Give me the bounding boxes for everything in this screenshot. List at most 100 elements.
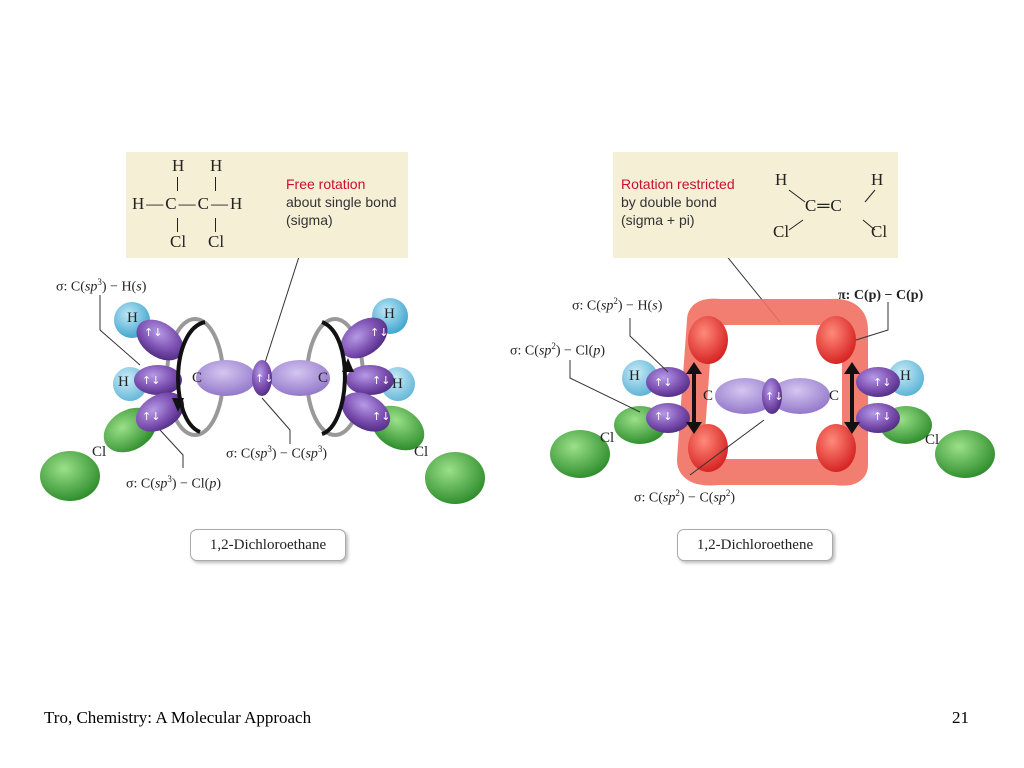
sigma-cc-lobe xyxy=(196,360,256,396)
p-orbital-lobe xyxy=(688,316,728,364)
struct-cl: Cl xyxy=(208,232,225,251)
leader-line xyxy=(629,318,669,373)
p-orbital-lobe xyxy=(816,316,856,364)
electron-pair-icon: ↑↓ xyxy=(765,390,783,403)
sigma-cc-lobe xyxy=(270,360,330,396)
rotation-arrowhead xyxy=(172,398,184,412)
electron-pair-icon: ↑↓ xyxy=(142,410,160,423)
sigma-cc-lobe xyxy=(715,378,775,414)
footer-source: Tro, Chemistry: A Molecular Approach xyxy=(44,708,312,727)
struct-cl: Cl xyxy=(871,222,888,241)
atom-cl: Cl xyxy=(600,430,615,446)
atom-h: H xyxy=(118,374,129,390)
note-heading: Rotation restricted xyxy=(621,176,735,192)
struct-double-bond: C═C xyxy=(805,196,843,215)
electron-pair-icon: ↑↓ xyxy=(370,326,388,339)
note-line: (sigma) xyxy=(286,212,333,228)
leader-line xyxy=(261,237,306,373)
atom-h: H xyxy=(629,368,640,384)
bond-line xyxy=(177,177,178,191)
caption-dichloroethane: 1,2-Dichloroethane xyxy=(190,529,346,561)
pi-bond xyxy=(676,298,868,486)
sp2-orbital xyxy=(856,403,900,433)
atom-cl: Cl xyxy=(925,432,940,448)
electron-pair-icon: ↑↓ xyxy=(654,410,672,423)
arrowhead-down xyxy=(844,422,860,434)
leader-line xyxy=(569,360,641,413)
sp3-orbital xyxy=(346,365,394,395)
p-orbital-lobe xyxy=(688,424,728,472)
leader-line xyxy=(99,295,141,366)
electron-pair-icon: ↑↓ xyxy=(873,410,891,423)
leader-line xyxy=(159,429,184,468)
sp2-orbital xyxy=(646,403,690,433)
atom-h: H xyxy=(900,368,911,384)
info-box-ethene: Rotation restricted by double bond (sigm… xyxy=(613,152,898,258)
label-sigma-c-cl: σ: C(sp3) − Cl(p) xyxy=(126,474,222,492)
electron-pair-icon: ↑↓ xyxy=(144,326,162,339)
sigma-cc-overlap xyxy=(252,360,272,396)
page-number: 21 xyxy=(952,708,969,727)
dichloroethane-model: ↑↓ ↑↓ ↑↓ ↑↓ ↑↓ ↑↓ ↑↓ xyxy=(40,237,485,504)
arrowhead-up xyxy=(686,362,702,374)
note-text: Rotation restricted by double bond (sigm… xyxy=(621,175,735,229)
sp2-orbital xyxy=(856,367,900,397)
note-text: Free rotation about single bond (sigma) xyxy=(286,175,397,229)
electron-pair-icon: ↑↓ xyxy=(372,374,390,387)
struct-h: H xyxy=(871,170,884,189)
leader-line xyxy=(689,419,765,476)
note-line: (sigma + pi) xyxy=(621,212,695,228)
atom-cl: Cl xyxy=(414,444,429,460)
struct-cl: Cl xyxy=(773,222,790,241)
atom-h: H xyxy=(384,306,395,322)
electron-pair-icon: ↑↓ xyxy=(142,374,160,387)
note-line: about single bond xyxy=(286,194,397,210)
sp3-orbital xyxy=(340,317,388,359)
struct-h: H xyxy=(210,156,223,175)
struct-bonds xyxy=(788,189,876,231)
atom-c: C xyxy=(318,370,329,386)
chlorine-lobe xyxy=(935,430,995,478)
sp3-orbital xyxy=(136,319,184,361)
sigma-cc-overlap xyxy=(762,378,782,414)
note-line: by double bond xyxy=(621,194,717,210)
atom-c: C xyxy=(192,370,203,386)
struct-chain: H—C—C—H xyxy=(132,194,245,213)
bond-line xyxy=(215,218,216,232)
leader-line xyxy=(261,397,291,444)
sigma-cc-lobe xyxy=(770,378,830,414)
atom-h: H xyxy=(392,376,403,392)
sp3-orbital xyxy=(134,365,182,395)
spin-up-icon: ↑ xyxy=(732,328,741,341)
struct-cl: Cl xyxy=(170,232,187,251)
label-sigma-c-c: σ: C(sp3) − C(sp3) xyxy=(226,444,328,462)
electron-pair-icon: ↑↓ xyxy=(654,376,672,389)
bond-line xyxy=(177,218,178,232)
atom-c: C xyxy=(703,388,714,404)
chlorine-lobe xyxy=(550,430,610,478)
sp3-orbital xyxy=(135,392,185,432)
struct-h: H xyxy=(172,156,185,175)
rotation-arrowhead xyxy=(342,358,354,372)
label-sigma-c-c: σ: C(sp2) − C(sp2) xyxy=(634,488,736,506)
electron-pair-icon: ↑↓ xyxy=(873,376,891,389)
chlorine-lobe xyxy=(40,451,100,501)
p-orbital-lobe xyxy=(816,424,856,472)
dichloroethene-model: ↑ ↓ ↑↓ ↑↓ ↑↓ ↑↓ ↑↓ xyxy=(550,232,995,486)
atom-c: C xyxy=(829,388,840,404)
struct-h: H xyxy=(775,170,788,189)
atom-h: H xyxy=(127,310,138,326)
chlorine-lobe xyxy=(425,452,485,504)
label-sigma-c-cl: σ: C(sp2) − Cl(p) xyxy=(510,341,606,359)
leader-line xyxy=(855,302,889,341)
label-sigma-c-h: σ: C(sp3) − H(s) xyxy=(56,277,147,295)
caption-dichloroethene: 1,2-Dichloroethene xyxy=(677,529,833,561)
sp3-orbital xyxy=(341,392,391,432)
atom-cl: Cl xyxy=(92,444,107,460)
rotation-arrow xyxy=(176,320,206,434)
arrowhead-down xyxy=(686,422,702,434)
electron-pair-icon: ↑↓ xyxy=(255,372,273,385)
label-sigma-c-h: σ: C(sp2) − H(s) xyxy=(572,296,663,314)
sp2-orbital xyxy=(646,367,690,397)
